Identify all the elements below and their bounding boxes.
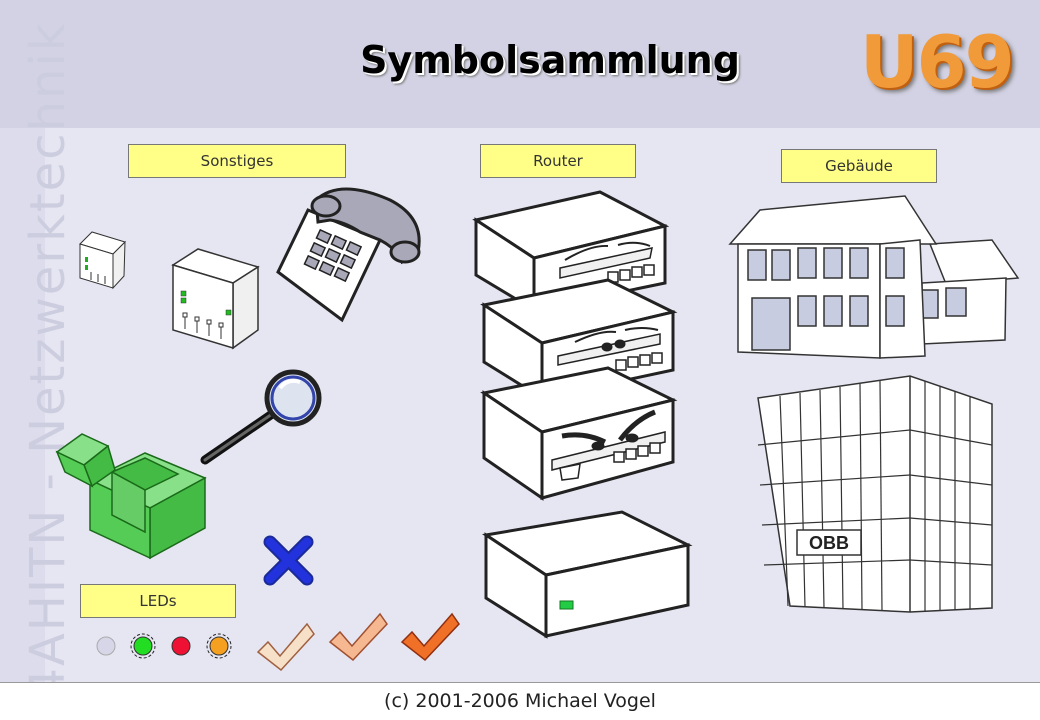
label-leds: LEDs [80, 584, 236, 618]
network-socket-large-icon [171, 248, 260, 350]
slide-title: Symbolsammlung [360, 38, 740, 82]
cube-icon [55, 433, 207, 560]
led-green-icon [133, 636, 153, 656]
checkmark-light-icon [256, 622, 315, 672]
led-off-icon [96, 636, 116, 656]
building-sign: OBB [809, 533, 849, 553]
label-misc: Sonstiges [128, 144, 346, 178]
logo: U69 [860, 20, 1015, 104]
led-red-icon [171, 636, 191, 656]
telephone-icon [276, 187, 421, 323]
magnifier-icon [200, 369, 322, 465]
router-icon [482, 510, 693, 639]
footer-copyright: (c) 2001-2006 Michael Vogel [0, 682, 1040, 720]
checkmark-medium-icon [328, 612, 388, 662]
label-router: Router [480, 144, 636, 178]
router-icon [480, 366, 678, 501]
building-icon [728, 195, 1020, 359]
cross-icon [263, 535, 314, 586]
label-buildings: Gebäude [781, 149, 937, 183]
top-band [0, 0, 1040, 128]
checkmark-icons [256, 612, 460, 672]
network-socket-icon [79, 231, 126, 290]
led-row [96, 633, 232, 659]
checkmark-dark-icon [400, 612, 460, 662]
office-tower-icon: OBB [757, 375, 993, 613]
led-orange-icon [209, 636, 229, 656]
